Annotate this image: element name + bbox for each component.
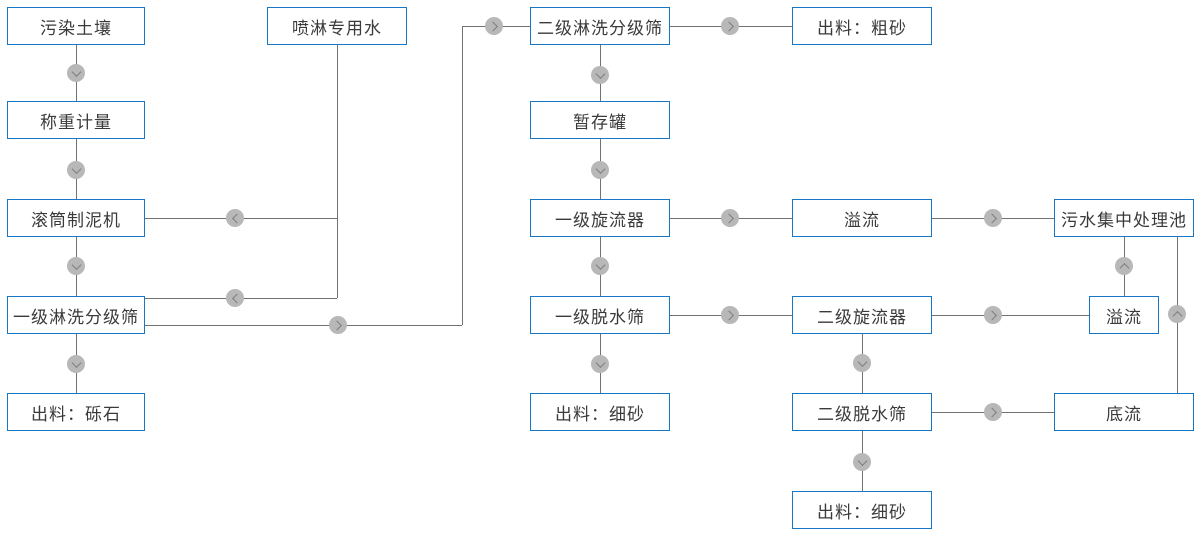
node-weighing: 称重计量	[7, 101, 145, 139]
chevron-right-icon	[723, 310, 734, 320]
node-label: 二级脱水筛	[817, 404, 907, 424]
node-label: 一级旋流器	[555, 210, 645, 230]
node-label: 一级脱水筛	[555, 307, 645, 327]
chevron-down-icon	[857, 356, 867, 367]
flow-arrow-marker	[853, 354, 871, 372]
node-output-coarse-sand: 出料：粗砂	[792, 7, 932, 45]
flow-arrow-marker	[1115, 257, 1133, 275]
node-primary-washing-screen: 一级淋洗分级筛	[7, 296, 145, 334]
chevron-right-icon	[986, 407, 997, 417]
chevron-right-icon	[723, 213, 734, 223]
flow-arrow-marker	[984, 306, 1002, 324]
node-underflow: 底流	[1054, 393, 1194, 431]
flow-arrow-marker	[226, 209, 244, 227]
chevron-down-icon	[71, 163, 81, 174]
node-primary-cyclone: 一级旋流器	[530, 199, 670, 237]
chevron-up-icon	[1172, 310, 1182, 321]
node-secondary-cyclone: 二级旋流器	[792, 296, 932, 334]
flow-arrow-marker	[591, 66, 609, 84]
flow-arrow-marker	[984, 403, 1002, 421]
node-label: 溢流	[844, 210, 880, 230]
chevron-right-icon	[487, 21, 498, 31]
chevron-down-icon	[71, 66, 81, 77]
chevron-right-icon	[331, 320, 342, 330]
flow-line	[145, 325, 462, 326]
flow-arrow-marker	[591, 161, 609, 179]
flow-arrow-marker	[329, 316, 347, 334]
node-label: 污染土壤	[40, 18, 112, 38]
chevron-down-icon	[71, 357, 81, 368]
flow-arrow-marker	[591, 355, 609, 373]
node-label: 溢流	[1106, 307, 1142, 327]
flow-arrow-marker	[226, 289, 244, 307]
chevron-right-icon	[986, 310, 997, 320]
flow-line	[337, 45, 338, 298]
chevron-down-icon	[857, 455, 867, 466]
flow-arrow-marker	[67, 64, 85, 82]
node-label: 出料：细砂	[817, 502, 907, 522]
flow-arrow-marker	[853, 453, 871, 471]
node-label: 出料：粗砂	[817, 18, 907, 38]
flow-arrow-marker	[721, 209, 739, 227]
flow-arrow-marker	[1168, 305, 1186, 323]
node-secondary-washing-screen: 二级淋洗分级筛	[530, 7, 670, 45]
node-label: 喷淋专用水	[292, 18, 382, 38]
flow-arrow-marker	[485, 17, 503, 35]
node-sewage-treatment-pool: 污水集中处理池	[1054, 199, 1194, 237]
node-output-fine-sand-1: 出料：细砂	[530, 393, 670, 431]
flow-arrow-marker	[591, 257, 609, 275]
chevron-down-icon	[595, 68, 605, 79]
node-buffer-tank: 暂存罐	[530, 101, 670, 139]
node-label: 出料：细砂	[555, 404, 645, 424]
node-output-fine-sand-2: 出料：细砂	[792, 491, 932, 529]
node-drum-mud-machine: 滚筒制泥机	[7, 199, 145, 237]
node-secondary-dewatering-screen: 二级脱水筛	[792, 393, 932, 431]
node-overflow-2: 溢流	[1089, 296, 1159, 334]
node-contaminated-soil: 污染土壤	[7, 7, 145, 45]
flow-arrow-marker	[67, 355, 85, 373]
node-primary-dewatering-screen: 一级脱水筛	[530, 296, 670, 334]
node-label: 二级淋洗分级筛	[537, 18, 663, 38]
node-label: 出料：砾石	[31, 404, 121, 424]
chevron-left-icon	[231, 213, 242, 223]
chevron-right-icon	[723, 21, 734, 31]
flow-arrow-marker	[721, 17, 739, 35]
chevron-down-icon	[595, 357, 605, 368]
flow-arrow-marker	[67, 257, 85, 275]
node-label: 称重计量	[40, 112, 112, 132]
node-label: 污水集中处理池	[1061, 210, 1187, 230]
flow-line	[462, 26, 463, 325]
chevron-down-icon	[595, 259, 605, 270]
node-label: 暂存罐	[573, 112, 627, 132]
flow-line	[932, 315, 1089, 316]
node-output-gravel: 出料：砾石	[7, 393, 145, 431]
node-label: 二级旋流器	[817, 307, 907, 327]
node-overflow-1: 溢流	[792, 199, 932, 237]
chevron-down-icon	[595, 163, 605, 174]
flow-arrow-marker	[984, 209, 1002, 227]
node-label: 滚筒制泥机	[31, 210, 121, 230]
chevron-up-icon	[1119, 262, 1129, 273]
chevron-down-icon	[71, 259, 81, 270]
node-label: 底流	[1106, 404, 1142, 424]
flow-arrow-marker	[67, 161, 85, 179]
node-spray-water: 喷淋专用水	[267, 7, 407, 45]
node-label: 一级淋洗分级筛	[13, 307, 139, 327]
chevron-right-icon	[986, 213, 997, 223]
flow-arrow-marker	[721, 306, 739, 324]
chevron-left-icon	[231, 293, 242, 303]
